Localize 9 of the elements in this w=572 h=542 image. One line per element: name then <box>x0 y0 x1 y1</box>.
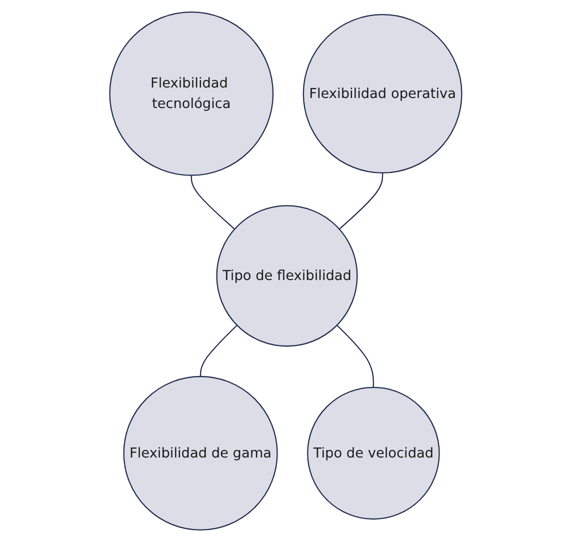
connector <box>336 324 374 388</box>
node-circle: Flexibilidad tecnológica <box>109 12 274 176</box>
node-circle: Tipo de velocidad <box>307 386 440 520</box>
connector <box>191 175 236 230</box>
connector <box>200 324 238 376</box>
connector <box>339 172 384 230</box>
node-circle: Flexibilidad de gama <box>124 376 278 530</box>
node-circle: Flexibilidad operativa <box>303 14 463 174</box>
node-circle: Tipo de flexibilidad <box>216 205 358 347</box>
